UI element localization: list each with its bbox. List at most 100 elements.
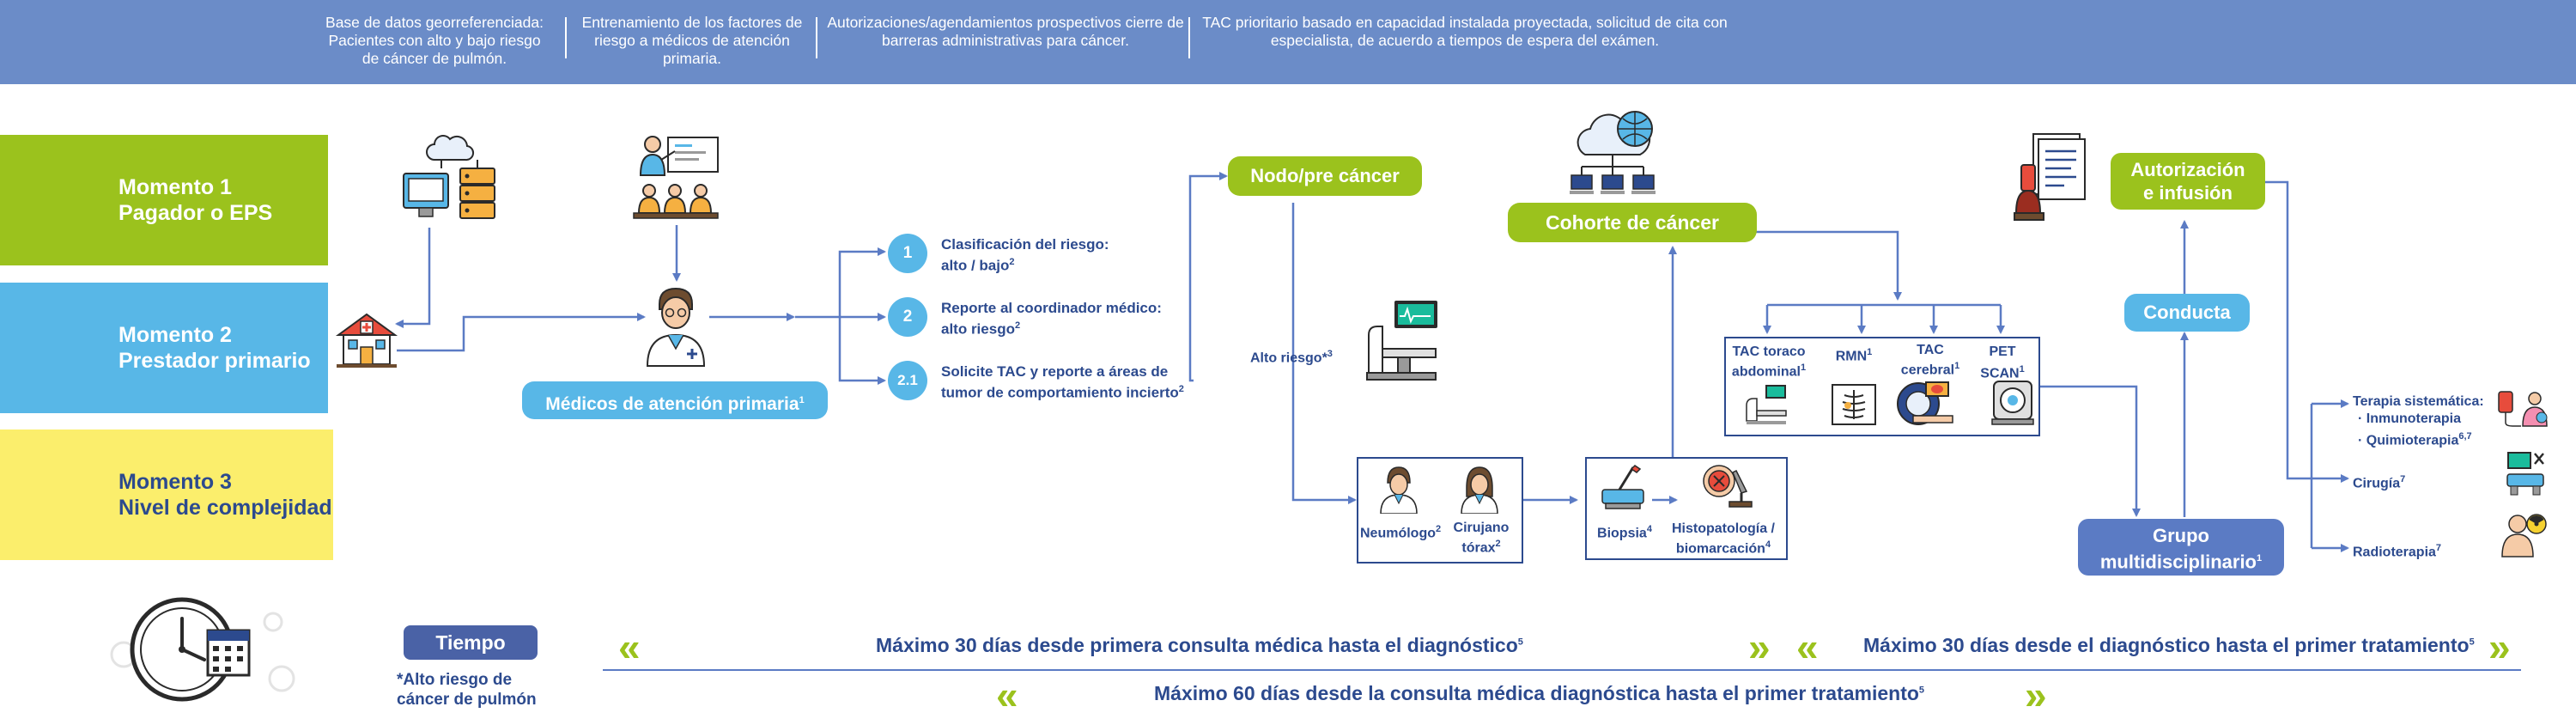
banner-separator: [1188, 17, 1190, 58]
primary-care-ref: 1: [799, 395, 805, 405]
pet-scan-label: PET SCAN1: [1966, 344, 2038, 382]
footnote-text: cáncer de pulmón: [397, 691, 537, 709]
chevron-right-icon: »: [2488, 624, 2510, 669]
primary-care-label: Médicos de atención primaria: [545, 394, 799, 414]
systemic-therapy-label: Terapia sistemática: · Inmunoterapia · Q…: [2353, 393, 2484, 449]
surgery-icon: [2506, 452, 2544, 496]
chevron-right-icon: »: [1748, 624, 1770, 669]
timeline-ref: 5: [2469, 637, 2475, 648]
step-number-badge: 2.1: [888, 361, 927, 400]
lane-momento-1: Momento 1 Pagador o EPS: [0, 135, 328, 265]
tac-toraco-text: abdominal: [1731, 364, 1801, 380]
step-number-badge: 2: [888, 297, 927, 337]
pulmonologist-text: Neumólogo: [1360, 526, 1436, 541]
multidisciplinary-group-text: multidisciplinario: [2099, 551, 2257, 573]
timeline-total-label: Máximo 60 días desde la consulta médica …: [1154, 682, 1919, 704]
pulmonologist-ref: 2: [1436, 524, 1442, 534]
tac-toraco-ref: 1: [1800, 362, 1807, 373]
radiotherapy-label: Radioterapia7: [2353, 539, 2441, 561]
tac-toraco-text: TAC toraco: [1732, 344, 1806, 359]
lane-subtitle: Nivel de complejidad: [118, 496, 332, 520]
chemotherapy-ref: 6,7: [2458, 431, 2472, 442]
microscope-icon: [1703, 465, 1753, 508]
histopathology-text: Histopatología /: [1672, 521, 1775, 536]
step-ref: 2: [1014, 320, 1021, 331]
step-text-line: tumor de comportamiento incierto: [941, 384, 1179, 401]
banner-separator: [565, 17, 567, 58]
lane-momento-3: Momento 3 Nivel de complejidad: [0, 430, 333, 560]
ct-scanner-icon: [1366, 301, 1437, 381]
rmn-ref: 1: [1867, 347, 1873, 357]
authorization-document-icon: [2014, 133, 2086, 221]
tac-cerebral-icon: [1897, 381, 1953, 425]
banner-note-database: Base de datos georreferenciada: Paciente…: [325, 14, 544, 67]
systemic-therapy-text: Terapia sistemática:: [2353, 394, 2484, 409]
timeline-treatment-label: Máximo 30 días desde el diagnóstico hast…: [1863, 634, 2470, 656]
timeline-treatment-text: Máximo 30 días desde el diagnóstico hast…: [1863, 634, 2475, 657]
tac-toraco-icon: [1746, 385, 1787, 424]
tac-toraco-label: TAC toraco abdominal1: [1729, 344, 1808, 380]
biopsy-icon: [1601, 465, 1644, 509]
timeline-diagnosis-label: Máximo 30 días desde primera consulta mé…: [876, 634, 1518, 656]
training-presentation-icon: [633, 136, 719, 219]
hospital-icon: [335, 313, 398, 368]
thoracic-surgeon-icon: [1461, 466, 1498, 514]
timeline-diagnosis-text: Máximo 30 días desde primera consulta mé…: [876, 634, 1523, 657]
banner-note-authorizations: Autorizaciones/agendamientos prospectivo…: [827, 14, 1184, 49]
step-text-line: alto / bajo: [941, 257, 1010, 274]
step-report-coordinator: Reporte al coordinador médico: alto ries…: [941, 299, 1162, 338]
time-badge: Tiempo: [404, 625, 538, 660]
step-risk-classification: Clasificación del riesgo: alto / bajo2: [941, 235, 1109, 275]
specialists-box: [1357, 457, 1523, 564]
pet-scan-ref: 1: [2019, 364, 2025, 375]
cloud-network-icon: [1570, 111, 1656, 194]
primary-care-doctors-pill: Médicos de atención primaria1: [522, 381, 828, 419]
step-ref: 2: [1178, 384, 1184, 394]
histopathology-label: Histopatología / biomarcación4: [1661, 521, 1786, 557]
step-number-badge: 1: [888, 234, 927, 273]
conduct-pill: Conducta: [2124, 294, 2250, 332]
multidisciplinary-group-ref: 1: [2257, 553, 2263, 564]
chevron-left-icon: «: [618, 624, 640, 669]
cancer-cohort-pill: Cohorte de cáncer: [1508, 203, 1757, 242]
step-ref: 2: [1009, 257, 1015, 267]
lane-title: Momento 1: [118, 175, 232, 199]
biopsy-label: Biopsia4: [1590, 521, 1659, 542]
rmn-text: RMN: [1835, 349, 1868, 364]
pulmonologist-icon: [1380, 466, 1418, 514]
pet-scan-text: PET SCAN: [1980, 344, 2020, 381]
thoracic-surgeon-text: Cirujano: [1453, 521, 1510, 535]
surgery-label: Cirugía7: [2353, 471, 2405, 492]
multidisciplinary-group-pill: Grupo multidisciplinario1: [2078, 519, 2284, 576]
top-banner: Base de datos georreferenciada: Paciente…: [0, 0, 2576, 84]
step-text-line: Solicite TAC y reporte a áreas de: [941, 363, 1169, 380]
thoracic-surgeon-label: Cirujano tórax2: [1443, 521, 1520, 556]
lane-title: Momento 2: [118, 323, 232, 347]
pet-scan-icon: [1991, 381, 2034, 425]
step-request-tac: Solicite TAC y reporte a áreas de tumor …: [941, 362, 1184, 402]
high-risk-label: Alto riesgo*3: [1250, 345, 1333, 367]
thoracic-surgeon-text: tórax: [1461, 540, 1496, 556]
histopathology-text: biomarcación: [1675, 541, 1765, 557]
surgery-text: Cirugía: [2353, 476, 2401, 491]
biopsy-ref: 4: [1646, 524, 1652, 534]
timeline-ref: 5: [1517, 637, 1523, 648]
step-text-line: Reporte al coordinador médico:: [941, 300, 1162, 316]
rmn-label: RMN1: [1826, 344, 1882, 365]
database-server-icon: [403, 135, 495, 219]
step-text-line: Clasificación del riesgo:: [941, 236, 1109, 253]
authorization-text: e infusión: [2143, 182, 2233, 204]
imaging-box: [1724, 337, 2040, 436]
high-risk-ref: 3: [1327, 349, 1333, 359]
lane-subtitle: Prestador primario: [118, 349, 311, 373]
tac-cerebral-text: cerebral: [1900, 362, 1955, 378]
pulmonologist-label: Neumólogo2: [1360, 521, 1441, 542]
authorization-text: Autorización: [2130, 159, 2245, 180]
chevron-right-icon: »: [2025, 673, 2046, 717]
surgery-ref: 7: [2400, 474, 2406, 484]
lane-subtitle: Pagador o EPS: [118, 201, 273, 225]
radiotherapy-icon: [2501, 514, 2547, 557]
histopathology-ref: 4: [1765, 539, 1771, 550]
multidisciplinary-group-text: Grupo: [2153, 525, 2209, 546]
tac-cerebral-label: TAC cerebral1: [1894, 342, 1966, 378]
